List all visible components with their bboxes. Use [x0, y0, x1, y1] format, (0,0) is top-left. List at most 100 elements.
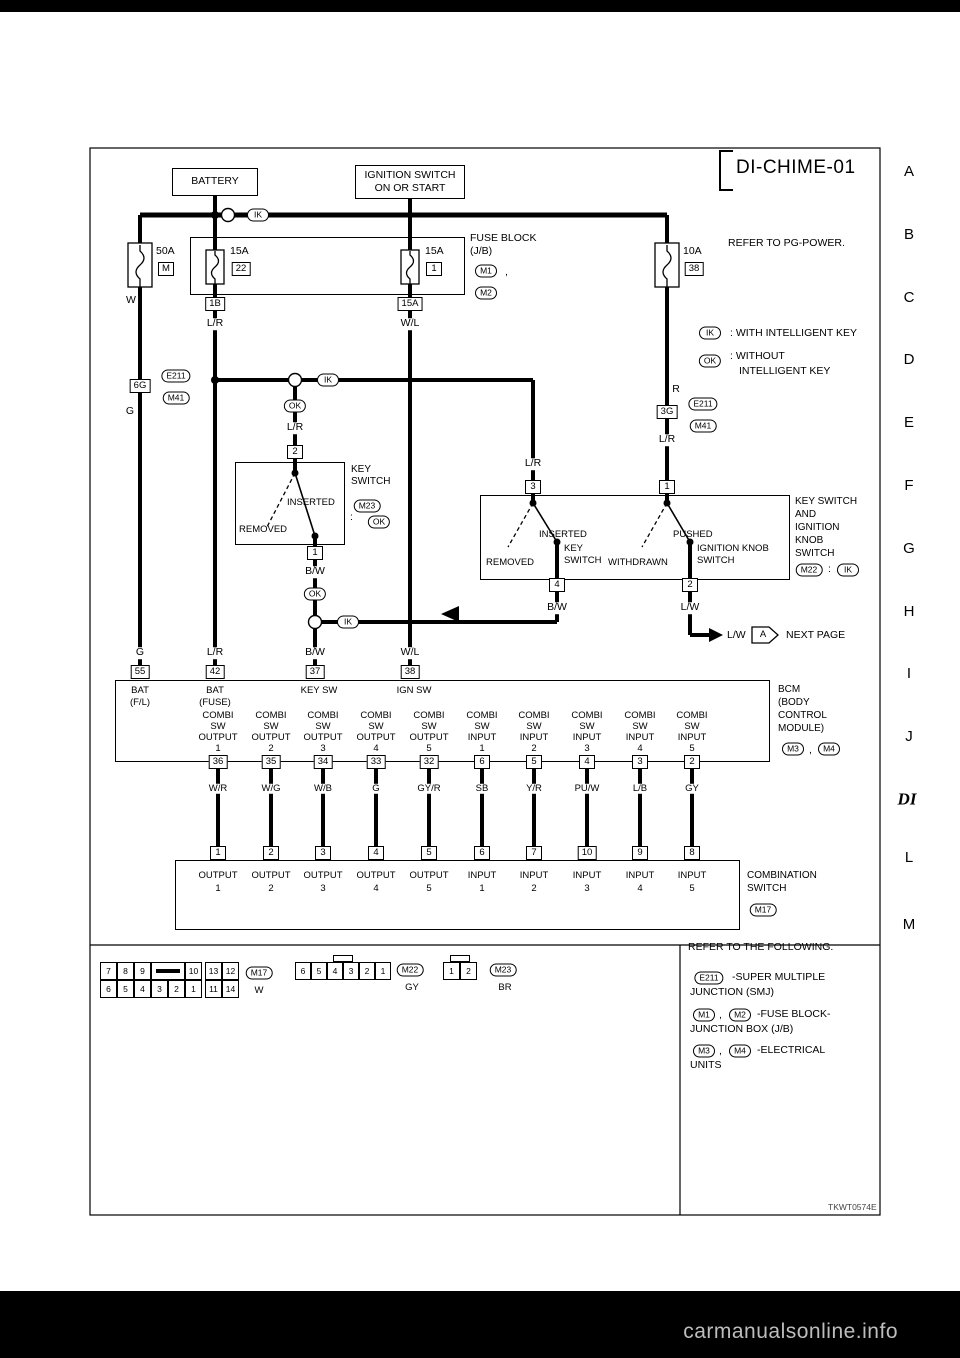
page-top-bar: [0, 0, 960, 12]
bcm-pin-function-label: INPUT: [677, 731, 707, 743]
connector-color-label: BR: [498, 981, 512, 993]
connector-cell: 4: [134, 980, 151, 998]
bcm-pin-function-label: COMBI: [307, 709, 339, 721]
ks-ik-inserted-label: INSERTED: [539, 529, 587, 540]
connector-cell: 8: [117, 962, 134, 980]
combination-switch-function-label: OUTPUT: [251, 869, 291, 881]
ks-ik-removed-label: REMOVED: [486, 557, 535, 568]
side-index-letter: B: [903, 225, 915, 243]
watermark: carmanualsonline.info: [683, 1320, 898, 1343]
bcm-bottom-pin: 5: [526, 755, 542, 769]
connector-ref-m17: M17: [245, 966, 273, 980]
without-ik-note-1: : WITHOUT: [730, 350, 785, 362]
wire-color-label: W/L: [398, 317, 422, 330]
ks-ik-side-label-1: KEY SWITCH: [795, 496, 858, 507]
diagram-title: DI-CHIME-01: [736, 157, 856, 178]
wire-color-label: GY: [683, 782, 701, 795]
bcm-pin-function-label: SW: [368, 720, 384, 732]
fuse-slot: 22: [231, 262, 251, 276]
fuse-block-label-2: (J/B): [470, 245, 493, 257]
fuse-elements: [135, 245, 672, 287]
ks-ik-withdrawn-label: WITHDRAWN: [608, 557, 668, 568]
bcm-pin-function-label: OUTPUT: [356, 731, 396, 743]
bcm-pin-function-label: SW: [421, 720, 437, 732]
ok-tag: OK: [367, 515, 391, 529]
combination-switch-function-label: INPUT: [519, 869, 549, 881]
page-bottom-bar: [0, 1291, 960, 1358]
connector-key-slot: [151, 962, 185, 980]
wire-color-label: GY/R: [415, 782, 443, 795]
inline-connector-circles: [220, 207, 323, 630]
connector-cell: 3: [343, 962, 359, 980]
page-frame: [89, 147, 881, 1216]
bcm-pin-function-label: INPUT: [572, 731, 602, 743]
next-page-ref-letter: A: [759, 628, 767, 640]
connector-cell: 9: [134, 962, 151, 980]
key-switch-name-2: SWITCH: [351, 476, 391, 487]
refer-following-title: REFER TO THE FOLLOWING.: [688, 941, 834, 953]
comma: ,: [505, 266, 508, 278]
combination-switch-function-label: 3: [584, 882, 590, 894]
bcm-pin-function-label: OUTPUT: [303, 731, 343, 743]
bcm-pin-function-label: OUTPUT: [198, 731, 238, 743]
side-index-letter: M: [902, 915, 916, 933]
wire-color-label: L/R: [522, 457, 544, 470]
connector-ref-m23: M23: [353, 499, 381, 513]
combination-switch-function-label: OUTPUT: [303, 869, 343, 881]
wire-color-label: L/R: [284, 421, 306, 434]
ks-ik-side-label-2: AND: [795, 509, 817, 520]
colon: :: [350, 511, 353, 523]
combination-switch-pin: 3: [315, 846, 331, 860]
side-index-letter: L: [904, 848, 914, 866]
key-switch-pin-in: 2: [287, 445, 303, 459]
battery-label: BATTERY: [191, 175, 239, 188]
junction-dot: [211, 376, 219, 384]
ks-ik-knob-name-1: IGNITION KNOB: [697, 543, 769, 554]
next-page-marker-shape: [751, 626, 779, 644]
wire-color-label: W/L: [398, 646, 422, 659]
connector-cell: 11: [205, 980, 222, 998]
ignition-switch-label-2: ON OR START: [374, 182, 446, 194]
combination-switch-name-2: SWITCH: [747, 883, 787, 894]
fuse-slot: 1: [426, 262, 442, 276]
bcm-pin-function-label: COMBI: [624, 709, 656, 721]
wire-color-label: G: [370, 782, 382, 795]
connector-circle: [287, 372, 303, 388]
bcm-top-pin: 37: [305, 665, 325, 679]
comma: ,: [719, 1009, 722, 1021]
bcm-pin-function-label: SW: [579, 720, 595, 732]
connector-ref-m3: M3: [693, 1044, 715, 1058]
wire-color-label: PU/W: [572, 782, 602, 795]
bcm-name-2: (BODY: [778, 697, 810, 708]
combination-switch-function-label: 3: [320, 882, 326, 894]
jb-terminal-1b: 1B: [205, 297, 225, 311]
bcm-top-pin: 42: [205, 665, 225, 679]
connector-ref-m41: M41: [162, 391, 190, 405]
fuse-block-box: [190, 237, 465, 295]
connector-cell: 3: [151, 980, 168, 998]
combination-switch-function-label: 5: [426, 882, 432, 894]
ks-ik-pin-key-in: 3: [525, 480, 541, 494]
wire-color-label: W/B: [312, 782, 334, 795]
refer-following-text: -FUSE BLOCK-: [757, 1008, 831, 1020]
ik-tag: IK: [247, 208, 269, 222]
bcm-pin-function-label: 2: [531, 742, 537, 754]
ignition-knob-switch-lever: [666, 502, 691, 543]
wire-color-label: L/R: [204, 646, 226, 659]
with-ik-note: : WITH INTELLIGENT KEY: [730, 327, 857, 339]
ks-ik-pin-key-out: 4: [549, 578, 565, 592]
junction-dot: [211, 211, 219, 219]
bcm-pin-function-label: SW: [684, 720, 700, 732]
bcm-pin-function-label: 5: [426, 742, 432, 754]
wire-color-label: L/R: [656, 433, 678, 446]
ks-ik-key-name-1: KEY: [564, 543, 584, 554]
bcm-pin-function-label: 4: [373, 742, 379, 754]
bcm-bottom-pin: 35: [261, 755, 281, 769]
bcm-pin-function-label: IGN SW: [396, 684, 432, 696]
direction-arrow-left: [441, 606, 459, 622]
connector-cell: 12: [222, 962, 239, 980]
bcm-pin-function-label: COMBI: [255, 709, 287, 721]
connector-cell: 13: [205, 962, 222, 980]
